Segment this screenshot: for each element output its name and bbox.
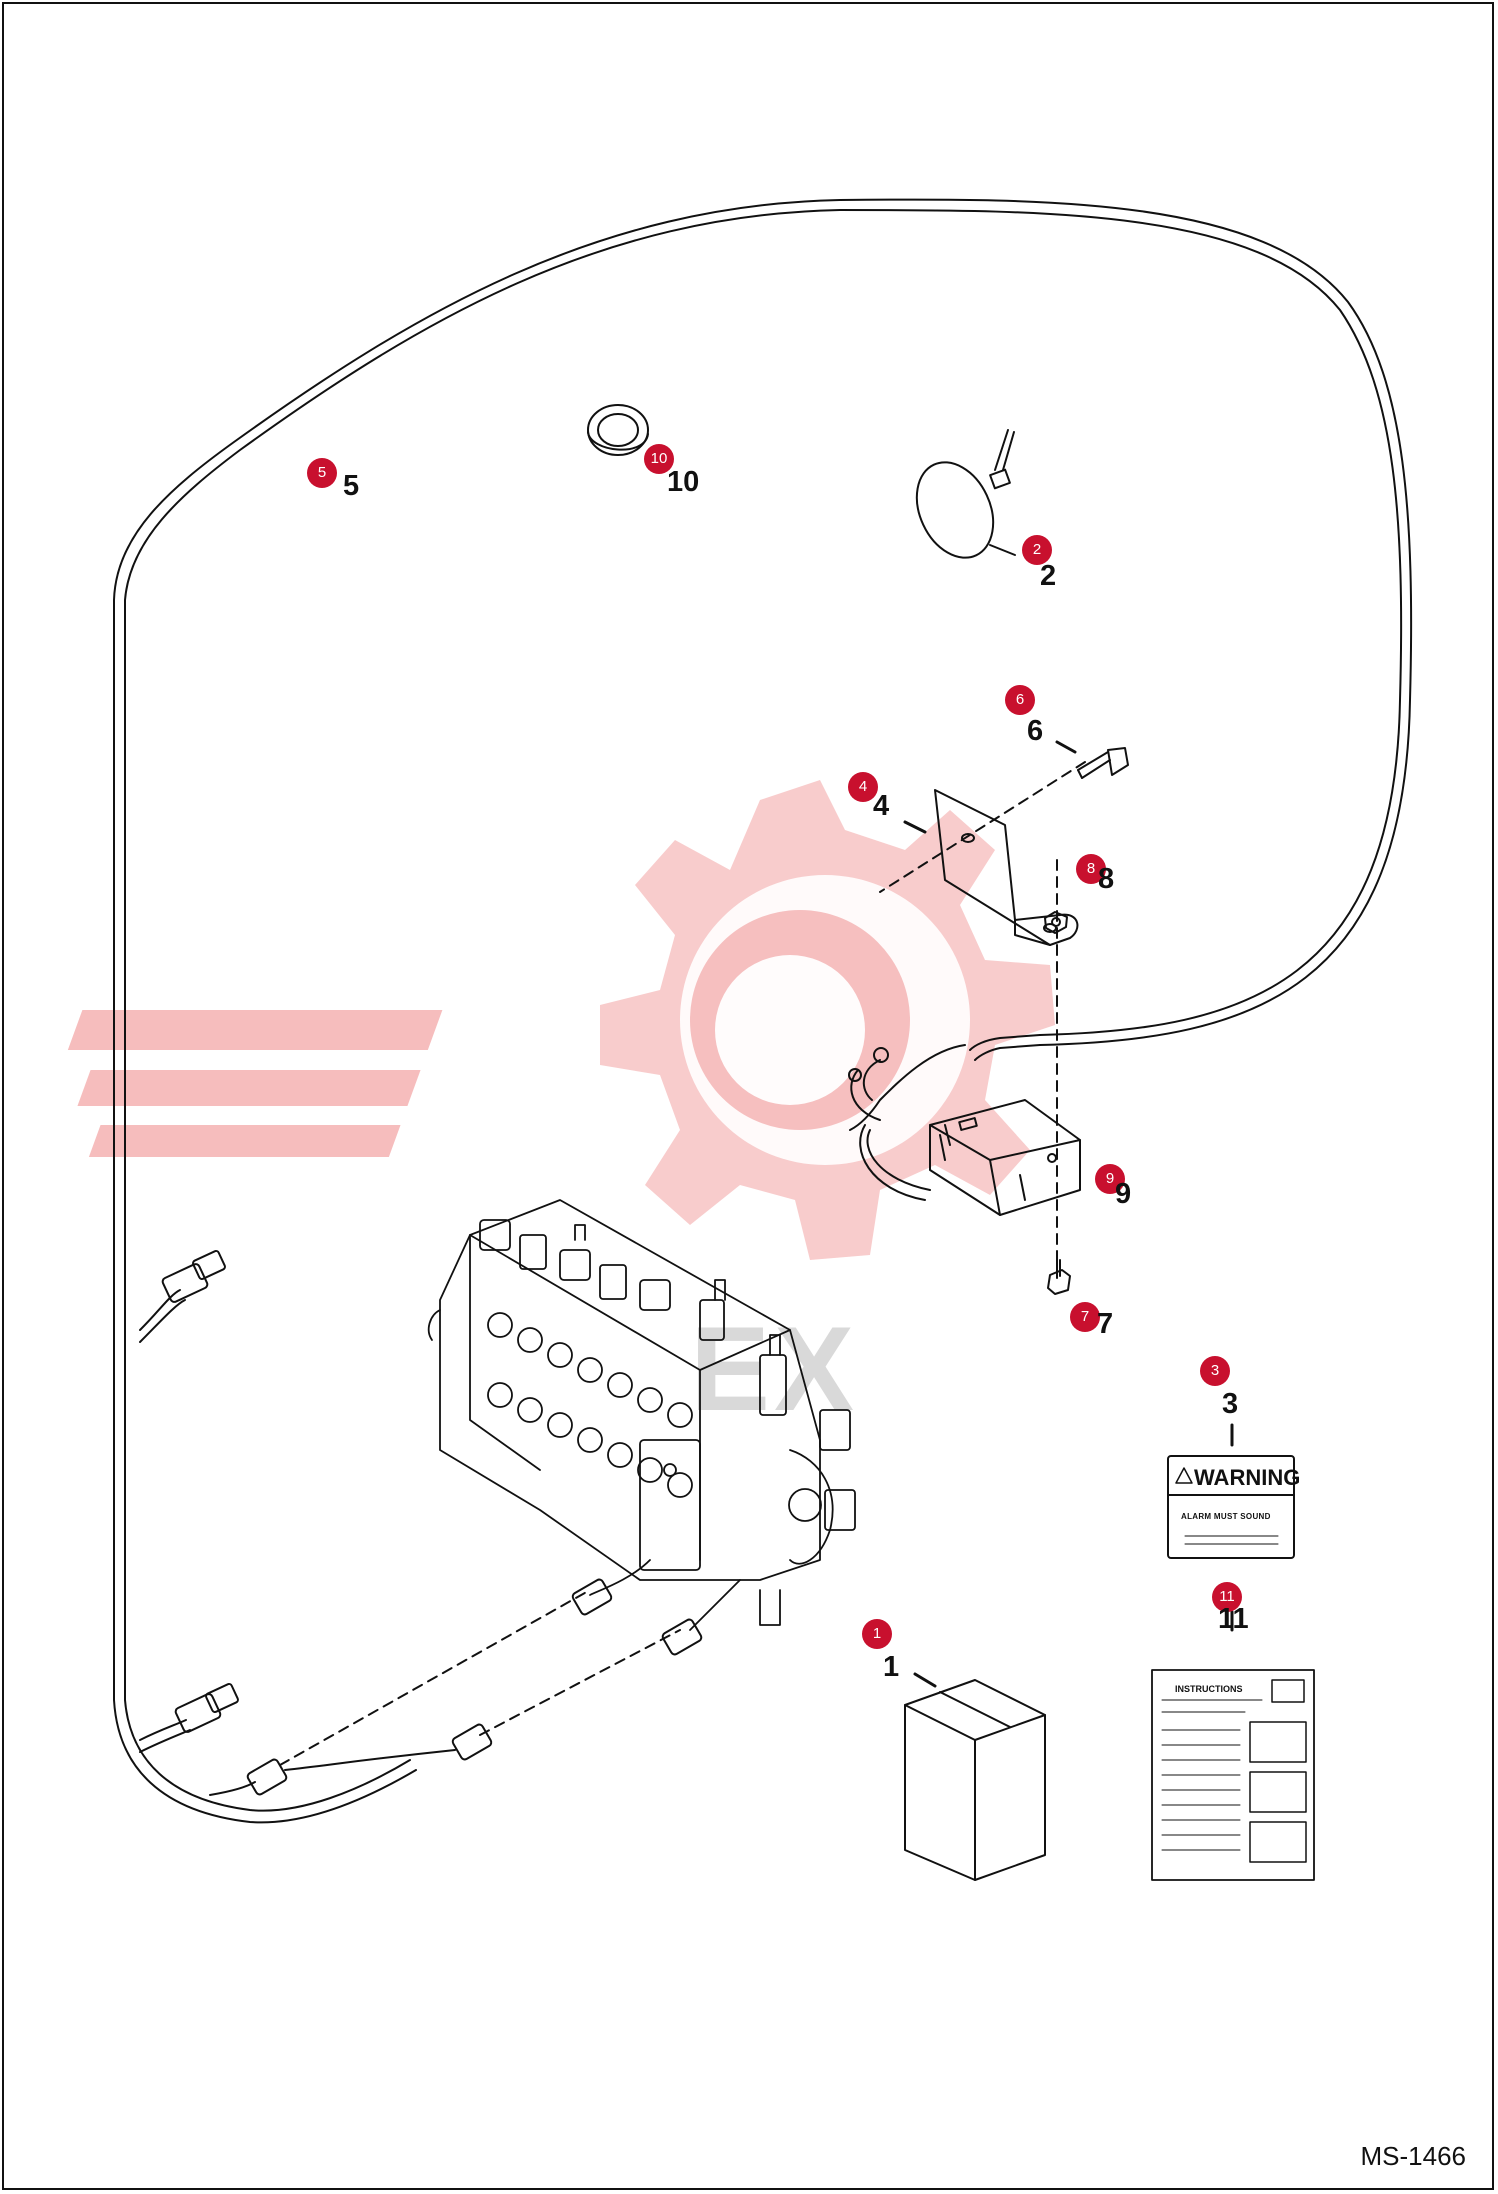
cable-tie <box>915 429 1016 559</box>
nut <box>1044 911 1068 934</box>
grommet <box>587 404 649 456</box>
callout-10[interactable]: 10 <box>644 444 674 474</box>
warning-decal-outline <box>1167 1455 1295 1559</box>
kit-box <box>904 1679 1046 1881</box>
callout-3[interactable]: 3 <box>1200 1356 1230 1386</box>
instruction-sheet-outline <box>1151 1669 1315 1881</box>
callout-7[interactable]: 7 <box>1070 1302 1100 1332</box>
part-number-1: 1 <box>883 1651 900 1683</box>
control-valve <box>427 1199 856 1631</box>
callout-11[interactable]: 11 <box>1212 1582 1242 1612</box>
part-number-9: 9 <box>1115 1178 1132 1210</box>
mounting-bracket <box>879 761 1086 1281</box>
callout-1[interactable]: 1 <box>862 1619 892 1649</box>
sensor-module <box>929 1099 1081 1216</box>
part-number-3: 3 <box>1222 1388 1239 1420</box>
callout-6[interactable]: 6 <box>1005 685 1035 715</box>
part-number-2: 2 <box>1040 560 1057 592</box>
part-number-7: 7 <box>1097 1308 1114 1340</box>
wire-harness <box>113 198 1413 1824</box>
callout-4[interactable]: 4 <box>848 772 878 802</box>
part-number-5: 5 <box>343 470 360 502</box>
document-id: MS-1466 <box>1360 2141 1467 2171</box>
callout-2[interactable]: 2 <box>1022 535 1052 565</box>
leader-lines <box>903 740 1234 1688</box>
part-number-10: 10 <box>667 466 700 498</box>
part-number-8: 8 <box>1098 863 1115 895</box>
warning-decal-title: WARNING <box>1194 1465 1301 1490</box>
callout-9[interactable]: 9 <box>1095 1164 1125 1194</box>
callout-8[interactable]: 8 <box>1076 854 1106 884</box>
bolt <box>1077 747 1129 779</box>
screw <box>1047 1259 1071 1295</box>
part-number-4: 4 <box>873 790 890 822</box>
warning-decal-text: ALARM MUST SOUND <box>1181 1512 1271 1521</box>
watermark-text: EX <box>690 1302 859 1436</box>
part-number-11: 11 <box>1218 1603 1249 1635</box>
callout-5[interactable]: 5 <box>307 458 337 488</box>
part-number-6: 6 <box>1027 715 1044 747</box>
instruction-sheet-title: INSTRUCTIONS <box>1175 1684 1243 1694</box>
